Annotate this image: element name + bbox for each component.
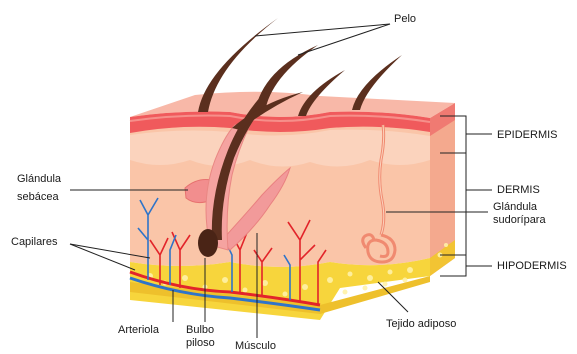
- label-musculo: Músculo: [235, 340, 276, 353]
- label-tejido-adiposo: Tejido adiposo: [386, 318, 456, 331]
- hair-bulb: [198, 229, 218, 257]
- label-glandula-sudoripara-1: Glándula: [493, 201, 537, 214]
- label-glandula-sebacea-1: Glándula: [17, 173, 61, 186]
- label-epidermis: EPIDERMIS: [497, 129, 558, 142]
- label-glandula-sebacea-2: sebácea: [17, 191, 59, 204]
- label-bulbo-piloso-2: piloso: [186, 337, 215, 350]
- label-bulbo-piloso-1: Bulbo: [186, 324, 214, 337]
- label-hipodermis: HIPODERMIS: [497, 260, 567, 273]
- label-dermis: DERMIS: [497, 184, 540, 197]
- label-glandula-sudoripara-2: sudorípara: [493, 214, 546, 227]
- label-arteriola: Arteriola: [118, 324, 159, 337]
- label-capilares: Capilares: [11, 236, 57, 249]
- label-pelo: Pelo: [394, 13, 416, 26]
- skin-side-face: [430, 103, 455, 276]
